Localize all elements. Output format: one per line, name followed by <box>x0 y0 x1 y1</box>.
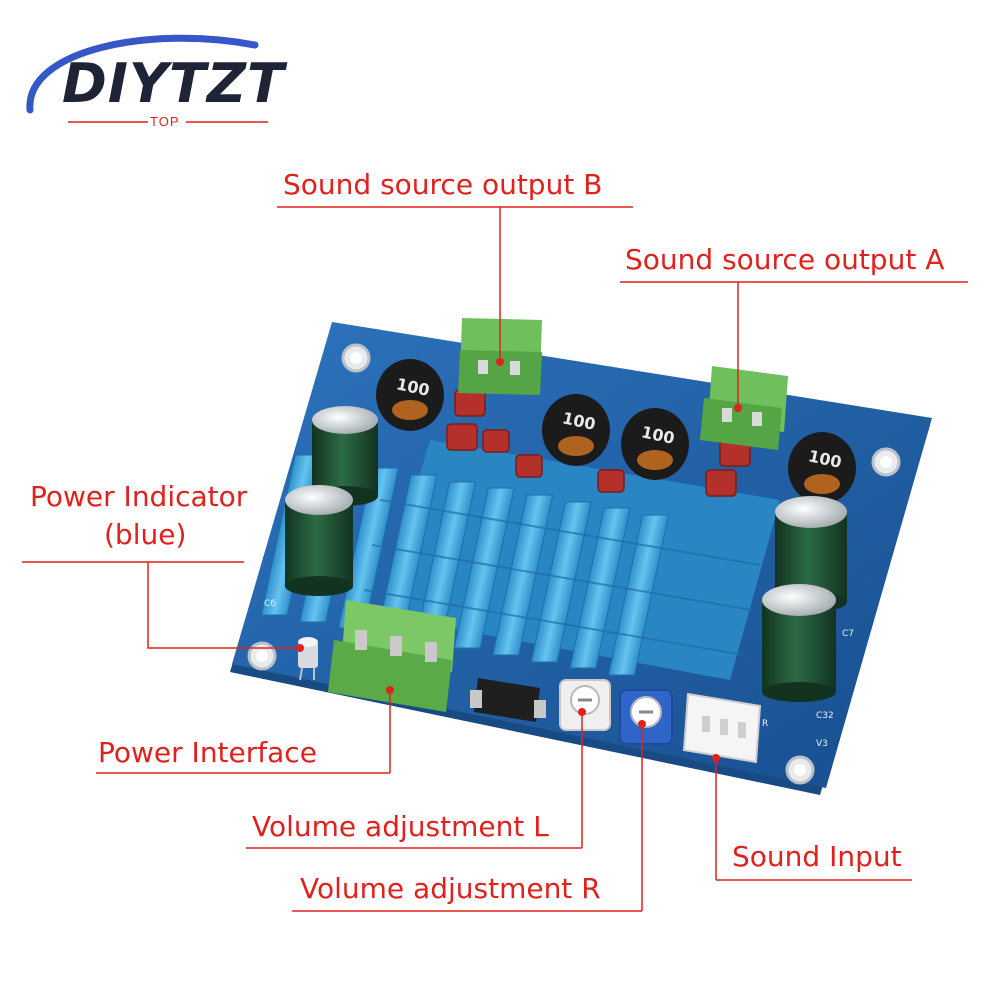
inductors: 100 100 100 100 <box>376 359 856 504</box>
electrolytic-capacitors <box>285 406 847 702</box>
brand-logo: DIYTZT <box>62 52 285 115</box>
silk-v3: V3 <box>816 739 828 749</box>
brand-tagline: TOP <box>150 114 180 129</box>
silk-c32: C32 <box>816 711 834 721</box>
callout-dots <box>296 358 742 762</box>
silk-c7: C7 <box>842 629 854 639</box>
callout-power-indicator: Power Indicator <box>30 480 248 513</box>
logo-swoosh <box>26 34 268 123</box>
heatsink <box>260 440 780 680</box>
callout-output-b: Sound source output B <box>283 168 603 201</box>
terminal-output-b <box>458 318 542 395</box>
film-capacitors <box>446 389 751 497</box>
potentiometer-r <box>619 689 673 745</box>
silkscreen-labels: C6 C7 C32 V3 R <box>264 599 854 749</box>
callout-volume-r: Volume adjustment R <box>300 872 601 905</box>
callout-leader-lines <box>22 206 968 912</box>
silk-r: R <box>762 719 768 729</box>
callout-volume-l: Volume adjustment L <box>252 810 549 843</box>
callout-power-indicator-note: (blue) <box>104 518 187 551</box>
callout-output-a: Sound source output A <box>625 243 945 276</box>
connector-sound-input <box>682 692 762 764</box>
callout-power-interface: Power Interface <box>98 736 317 769</box>
terminal-power <box>328 600 456 712</box>
diode <box>470 678 546 722</box>
callout-sound-input: Sound Input <box>732 840 902 873</box>
silk-c6: C6 <box>264 599 276 609</box>
terminal-output-a <box>700 366 788 450</box>
potentiometer-l <box>559 679 611 731</box>
